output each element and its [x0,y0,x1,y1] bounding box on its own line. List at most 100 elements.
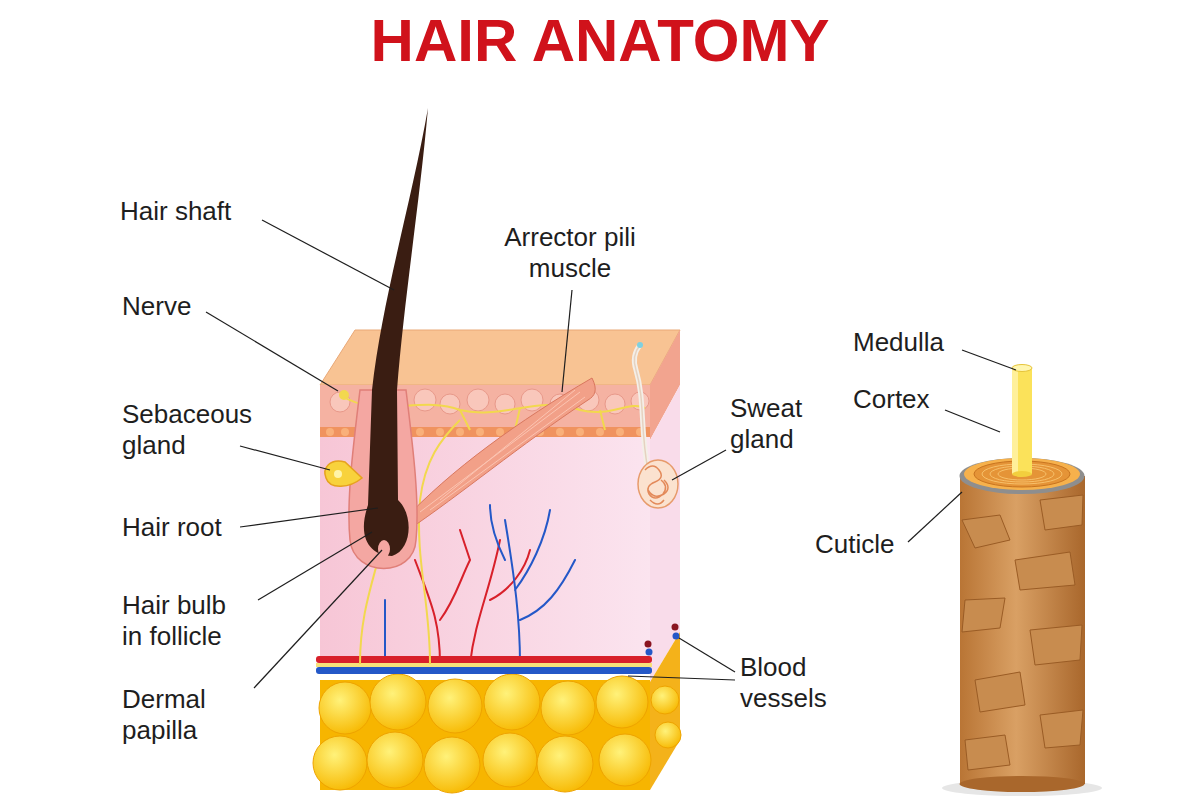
sweat-gland [645,466,668,504]
hair-cross-section [965,735,1010,770]
skin-block [576,428,584,436]
skin-block [428,679,482,733]
sweat-gland [638,460,678,508]
leader-lines [562,290,572,392]
skin-block [456,428,464,436]
leader-lines [672,450,726,480]
part-label: Dermal papilla [122,684,242,746]
leader-lines [240,446,330,470]
skin-block [313,736,367,790]
skin-block [596,428,604,436]
leader-lines [962,350,1016,370]
blood-vessels [384,600,386,664]
skin-block [313,330,681,793]
hair-cross-section [975,672,1025,712]
leader-lines [254,550,382,688]
blood-vessels [316,656,652,663]
blood-vessels [646,649,653,656]
part-label: Cortex [853,384,930,415]
hair-cross-section [942,365,1102,797]
nerve-fibres [360,560,378,664]
leader-lines [262,220,394,290]
hair-cross-section [1040,710,1083,748]
blood-vessels [316,663,652,667]
hair-cross-section [962,495,1083,770]
part-label: Sebaceous gland [122,399,272,461]
hair-cross-section [960,776,1085,792]
nerve-fibres [340,391,348,399]
hair-follicle [325,461,362,486]
part-label: Medulla [853,327,944,358]
skin-block [483,733,537,787]
leader-lines [679,638,735,672]
skin-block [537,736,593,792]
skin-block [484,674,540,730]
part-label: Cuticle [815,529,894,560]
nerve-fibres [398,408,605,430]
hair-cross-section [1012,365,1032,372]
sweat-gland [634,342,678,508]
skin-block [467,389,489,411]
leader-lines [628,676,735,680]
skin-block [599,734,651,786]
hair-shaft [364,108,428,556]
skin-block [424,737,480,793]
hair-cross-section [1030,625,1082,665]
hair-cross-section [1040,495,1083,530]
skin-block [655,722,681,748]
blood-vessels [673,633,680,640]
skin-block [440,394,460,414]
nerve-fibres [419,420,460,664]
sweat-gland [634,345,648,470]
hair-cross-section [1012,368,1032,474]
hair-cross-section [1012,471,1032,477]
part-label: Hair shaft [120,196,231,227]
skin-block [650,385,680,682]
sweat-gland [634,345,648,470]
skin-block [341,428,349,436]
leader-lines [258,532,372,600]
sweat-gland [637,342,643,348]
arrector-pili-muscle [402,378,595,530]
blood-vessels [316,667,652,674]
skin-block [556,428,564,436]
blood-vessels [672,624,679,631]
part-label: Arrector pili muscle [495,222,645,284]
part-label: Nerve [122,291,191,322]
hair-cross-section [962,598,1005,632]
hair-follicle [334,470,342,478]
leader-lines [206,220,1016,688]
skin-block [541,681,595,735]
part-label: Blood vessels [740,652,845,714]
hair-cross-section [962,515,1010,548]
skin-block [414,389,436,411]
hair-cross-section [1015,552,1075,590]
skin-block [330,392,350,412]
part-label: Hair bulb in follicle [122,590,247,652]
skin-block [416,428,424,436]
arrector-pili-muscle [402,378,595,530]
part-label: Sweat gland [730,393,825,455]
blood-vessels [490,505,575,664]
hair-cross-section [960,476,1085,784]
skin-block [616,428,624,436]
hair-shaft [364,108,428,558]
skin-block [326,428,334,436]
skin-block [596,676,648,728]
skin-block [436,428,444,436]
skin-block [650,632,680,790]
arrector-pili-muscle [420,390,585,512]
leader-lines [908,492,962,542]
leader-lines [945,410,1000,432]
leader-lines [206,312,338,391]
blood-vessels [415,530,530,664]
skin-block [367,732,423,788]
skin-block [651,686,679,714]
hair-cross-section [1012,368,1018,474]
blood-vessels [645,641,652,648]
skin-block [370,674,426,730]
skin-block [313,674,681,793]
skin-block [319,682,371,734]
skin-block [476,428,484,436]
part-label: Hair root [122,512,222,543]
